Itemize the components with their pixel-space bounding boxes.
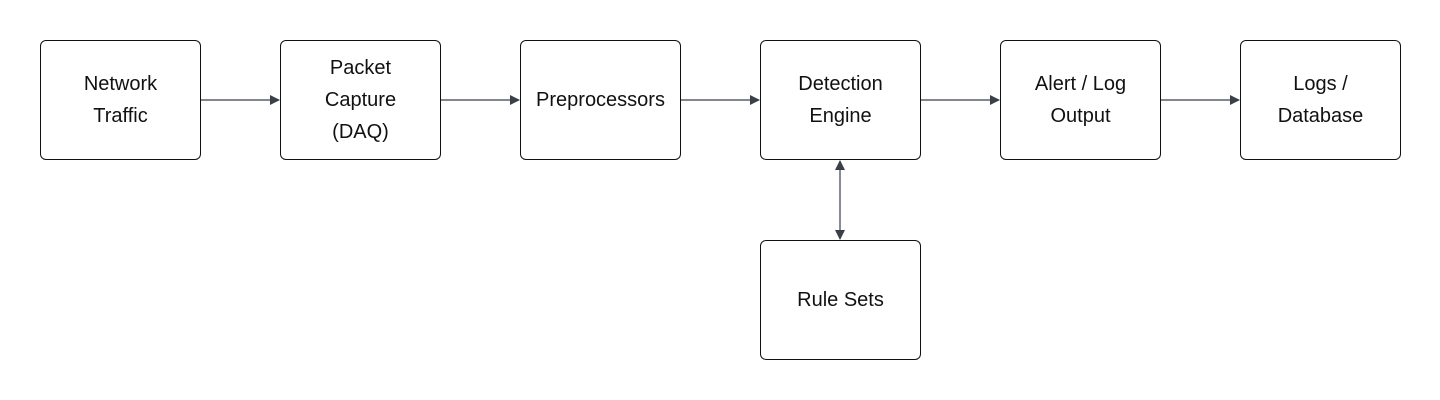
node-label-line: Preprocessors bbox=[536, 89, 665, 111]
node-network-traffic: Network Traffic bbox=[40, 40, 201, 160]
node-label-line: Rule Sets bbox=[797, 289, 884, 311]
node-packet-capture: Packet Capture (DAQ) bbox=[280, 40, 441, 160]
node-label-line: Traffic bbox=[93, 105, 148, 127]
node-label-line: Packet bbox=[329, 57, 392, 79]
node-rule-sets: Rule Sets bbox=[760, 240, 921, 360]
node-preprocessors: Preprocessors bbox=[520, 40, 681, 160]
node-label-line: Logs / bbox=[1293, 73, 1348, 95]
node-logs-database: Logs / Database bbox=[1240, 40, 1401, 160]
node-alert-log-output: Alert / Log Output bbox=[1000, 40, 1161, 160]
node-label-line: (DAQ) bbox=[332, 121, 389, 143]
node-label-line: Capture bbox=[324, 89, 397, 111]
node-label-line: Engine bbox=[809, 105, 872, 127]
node-label-line: Alert / Log bbox=[1034, 73, 1127, 95]
node-label-line: Detection bbox=[798, 73, 883, 95]
node-label-line: Output bbox=[1050, 105, 1111, 127]
node-detection-engine: Detection Engine bbox=[760, 40, 921, 160]
node-label-line: Network bbox=[83, 73, 158, 95]
node-label-line: Database bbox=[1277, 105, 1364, 127]
